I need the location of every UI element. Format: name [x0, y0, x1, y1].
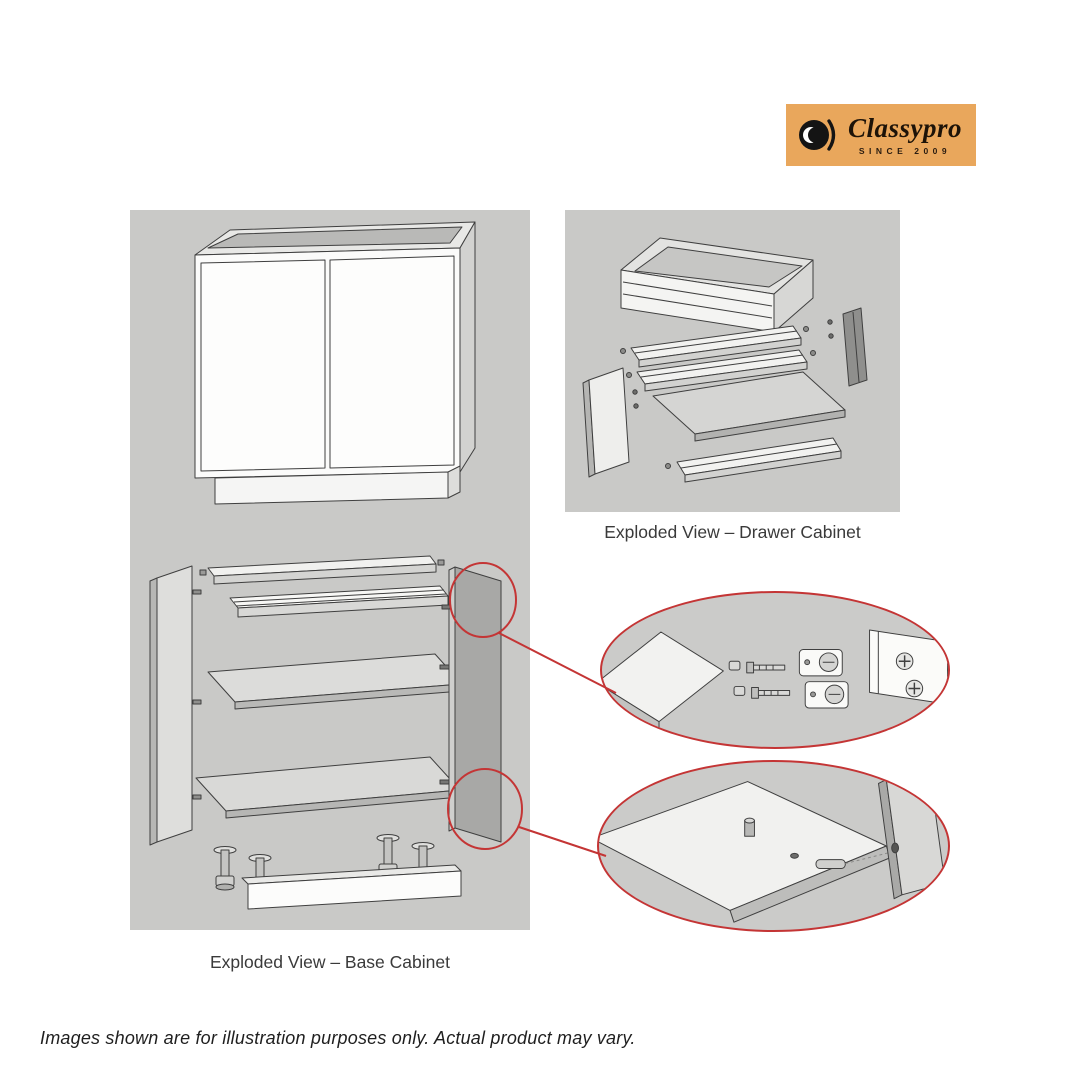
- wood-dowel-icon: [815, 859, 846, 869]
- wood-dowel-icon: [744, 817, 755, 837]
- dowel-detail-illustration: [599, 767, 946, 923]
- base-cabinet-illustrations: [149, 221, 502, 910]
- logo-text: Classypro SINCE 2009: [847, 112, 963, 156]
- base-cabinet-panel: [130, 210, 530, 930]
- logo-tagline: SINCE 2009: [858, 145, 952, 156]
- cam-lock-detail-illustration: [602, 629, 948, 742]
- logo-brand-name: Classypro: [847, 112, 963, 143]
- exploded-drawer-illustration: [582, 237, 868, 483]
- caption-drawer-cabinet: Exploded View – Drawer Cabinet: [604, 522, 861, 542]
- dowel-detail-bubble: [597, 760, 950, 932]
- cam-lock-detail-bubble: [600, 591, 950, 749]
- cam-lock-block-icon: [798, 649, 843, 677]
- assembled-base-cabinet-illustration: [194, 221, 476, 505]
- exploded-base-cabinet-illustration: [149, 555, 502, 910]
- cam-bolt-icon: [746, 661, 786, 674]
- caption-base-cabinet: Exploded View – Base Cabinet: [210, 952, 450, 972]
- drawer-cabinet-panel: [565, 210, 900, 512]
- cam-bolt-icon: [751, 687, 791, 699]
- logo-moon-icon: [799, 119, 836, 151]
- classypro-logo: Classypro SINCE 2009: [786, 104, 976, 166]
- callout-line-bottom: [518, 826, 607, 857]
- disclaimer-text: Images shown are for illustration purpos…: [40, 1028, 636, 1048]
- bracket-with-screws-icon: [869, 629, 948, 705]
- cam-lock-block-icon: [804, 681, 849, 709]
